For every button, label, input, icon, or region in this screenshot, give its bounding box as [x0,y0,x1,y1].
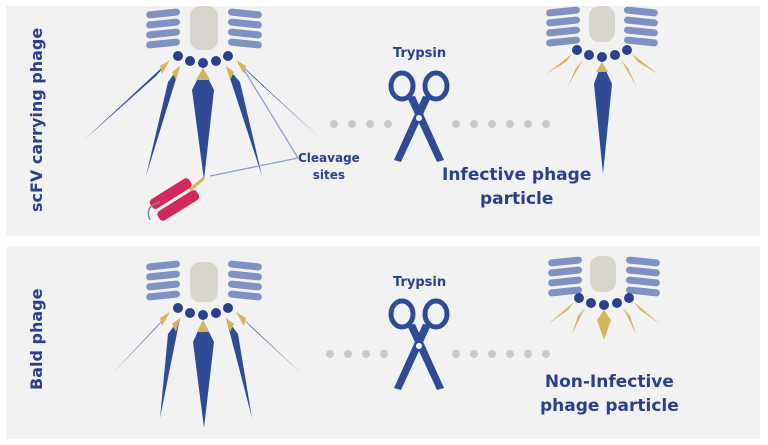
side-label-bald-phage: Bald phage [27,288,46,390]
cleavage-label-line2: sites [312,168,346,182]
cleavage-sites-label: Cleavage sites [298,150,360,184]
cleavage-pointer-lines [209,69,299,177]
scissors-icon [388,70,450,162]
panel-scfv-phage [6,6,760,236]
phage-bead-ring [173,51,233,68]
phage-coil-right [228,8,262,49]
phage-core [190,6,218,50]
phage-spikes-scfv [84,60,322,180]
phage-spikes-bald [112,312,302,428]
arrow-dots-top [330,120,550,128]
infective-line1: Infective phage [442,165,592,185]
side-label-scfv-phage: scFV carrying phage [27,27,46,212]
noninfective-particle-label: Non-Infective phage particle [540,370,679,418]
enzyme-label-bottom: Trypsin [393,275,447,290]
cleavage-label-line1: Cleavage [298,151,360,165]
infective-line2: particle [479,189,554,209]
arrow-dots-bottom [326,350,550,358]
scissors-icon [388,298,450,390]
noninfective-line2: phage particle [540,396,679,416]
scfv-fragment [147,176,205,221]
phage-head-bald [146,260,262,320]
infective-particle-label: Infective phage particle [442,163,591,211]
phage-coil-left [146,8,180,49]
noninfective-line1: Non-Infective [544,372,674,392]
phage-head-infective [546,6,658,174]
phage-head-noninfective [548,256,660,340]
phage-head-scfv [146,6,262,68]
enzyme-label-top: Trypsin [393,46,447,61]
